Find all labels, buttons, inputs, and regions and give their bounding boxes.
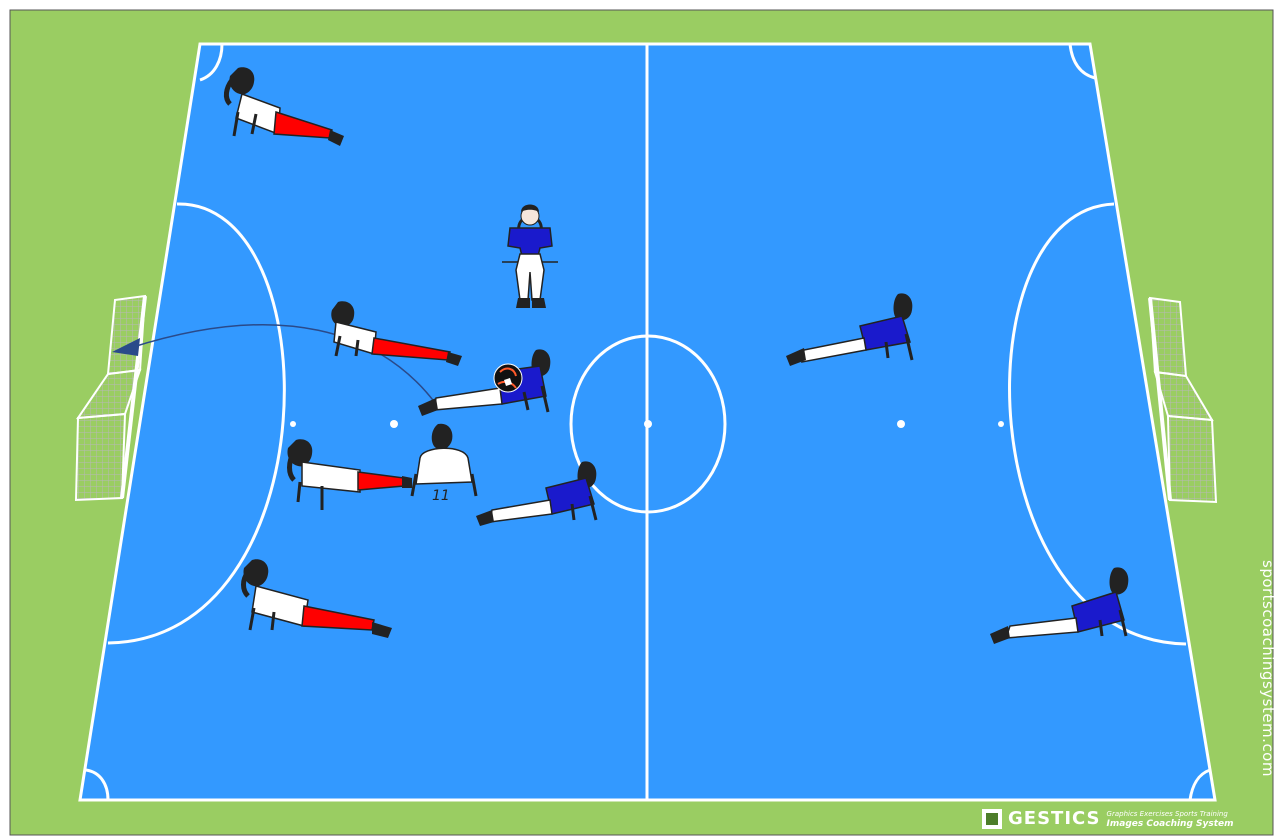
jersey-number: 11 xyxy=(432,488,450,504)
brand-tagline-2: Images Coaching System xyxy=(1107,819,1234,829)
brand-tagline: Graphics Exercises Sports Training Image… xyxy=(1107,809,1234,829)
watermark-url: sportscoachingsystem.com xyxy=(1259,560,1277,777)
right-penalty-spot xyxy=(897,420,905,428)
brand-footer: GESTICS Graphics Exercises Sports Traini… xyxy=(982,808,1234,829)
ball xyxy=(494,364,522,392)
center-spot xyxy=(644,420,652,428)
brand-tagline-1: Graphics Exercises Sports Training xyxy=(1107,809,1234,819)
gestics-logo-icon xyxy=(982,809,1002,829)
brand-name: GESTICS xyxy=(1008,808,1101,829)
left-penalty-spot xyxy=(390,420,398,428)
